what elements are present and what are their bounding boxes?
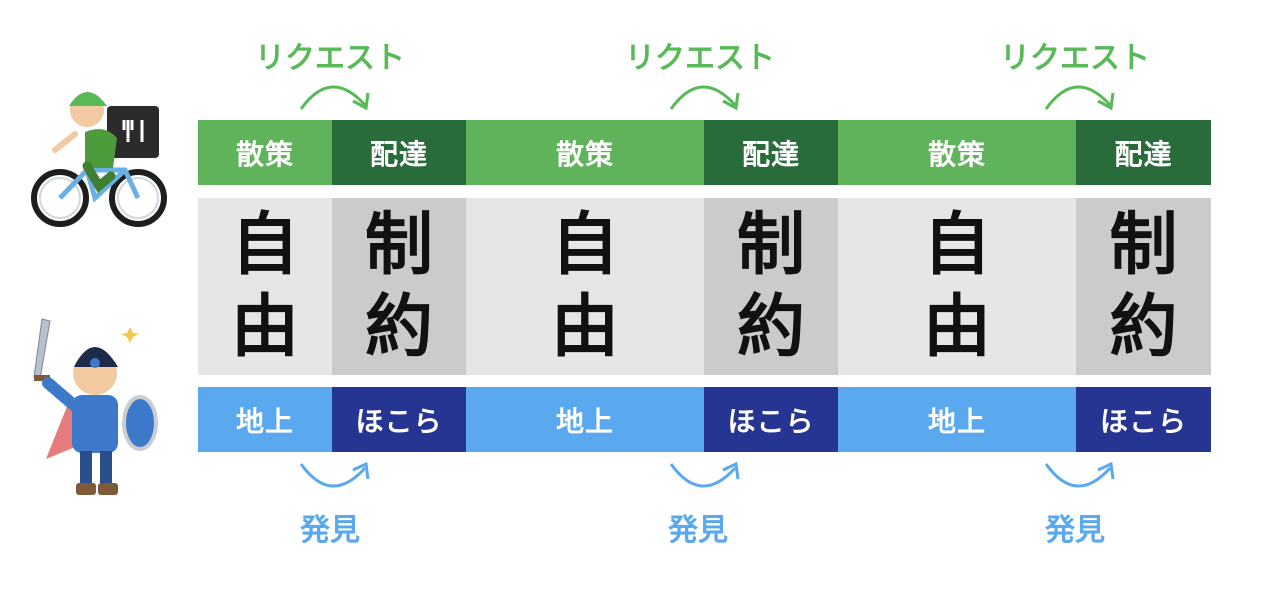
- top-band-label: 散策: [235, 137, 294, 171]
- bottom-band-label: ほこら: [1099, 404, 1187, 438]
- request-arrow-1: [299, 85, 370, 111]
- middle-band-segment-3: 自由: [466, 198, 704, 375]
- middle-char: 自: [550, 205, 619, 285]
- middle-char: 自: [922, 205, 991, 285]
- top-band-segment-1: 散策: [198, 120, 332, 185]
- bottom-band-segment-3: 地上: [466, 387, 704, 452]
- bottom-band-segment-2: ほこら: [332, 387, 466, 452]
- top-band-label: 散策: [927, 137, 986, 171]
- discovery-arrow-2: [669, 461, 740, 488]
- middle-char: 約: [364, 287, 433, 367]
- middle-char: 制: [1109, 205, 1178, 285]
- request-label-1: リクエスト: [255, 41, 405, 76]
- bottom-band-segment-5: 地上: [838, 387, 1076, 452]
- middle-char: 制: [736, 205, 805, 285]
- top-band-segment-4: 配達: [704, 120, 838, 185]
- bottom-band-segment-6: ほこら: [1076, 387, 1211, 452]
- bottom-band-label: ほこら: [727, 404, 815, 438]
- discovery-arrow-1: [299, 461, 370, 488]
- middle-band-segment-4: 制約: [704, 198, 838, 375]
- bottom-band-label: 地上: [927, 404, 986, 438]
- top-band-segment-3: 散策: [466, 120, 704, 185]
- top-band-label: 配達: [369, 137, 428, 171]
- top-band-segment-2: 配達: [332, 120, 466, 185]
- middle-char: 由: [230, 287, 299, 367]
- discovery-label-3: 発見: [1045, 513, 1105, 548]
- middle-band-segment-6: 制約: [1076, 198, 1211, 375]
- middle-char: 由: [550, 287, 619, 367]
- delivery-cyclist-icon: [31, 92, 167, 227]
- top-band-segment-5: 散策: [838, 120, 1076, 185]
- bottom-band-segment-4: ほこら: [704, 387, 838, 452]
- discovery-label-1: 発見: [300, 513, 360, 548]
- discovery-arrow-3: [1044, 461, 1115, 488]
- middle-band-segment-1: 自由: [198, 198, 332, 375]
- hero-with-sword-icon: [33, 318, 158, 495]
- top-band-label: 配達: [741, 137, 800, 171]
- middle-band-segment-5: 自由: [838, 198, 1076, 375]
- middle-char: 自: [230, 205, 299, 285]
- top-band-segment-6: 配達: [1076, 120, 1211, 185]
- request-arrow-2: [669, 85, 740, 111]
- top-band-label: 配達: [1114, 137, 1173, 171]
- top-band-label: 散策: [555, 137, 614, 171]
- middle-band-segment-2: 制約: [332, 198, 466, 375]
- bottom-band-label: ほこら: [355, 404, 443, 438]
- bottom-band-label: 地上: [235, 404, 294, 438]
- request-label-2: リクエスト: [625, 41, 775, 76]
- middle-char: 由: [922, 287, 991, 367]
- middle-char: 制: [364, 205, 433, 285]
- bottom-band-segment-1: 地上: [198, 387, 332, 452]
- discovery-label-2: 発見: [668, 513, 728, 548]
- middle-char: 約: [1109, 287, 1178, 367]
- bottom-band-label: 地上: [555, 404, 614, 438]
- request-arrow-3: [1044, 85, 1115, 111]
- middle-char: 約: [736, 287, 805, 367]
- request-label-3: リクエスト: [1000, 41, 1150, 76]
